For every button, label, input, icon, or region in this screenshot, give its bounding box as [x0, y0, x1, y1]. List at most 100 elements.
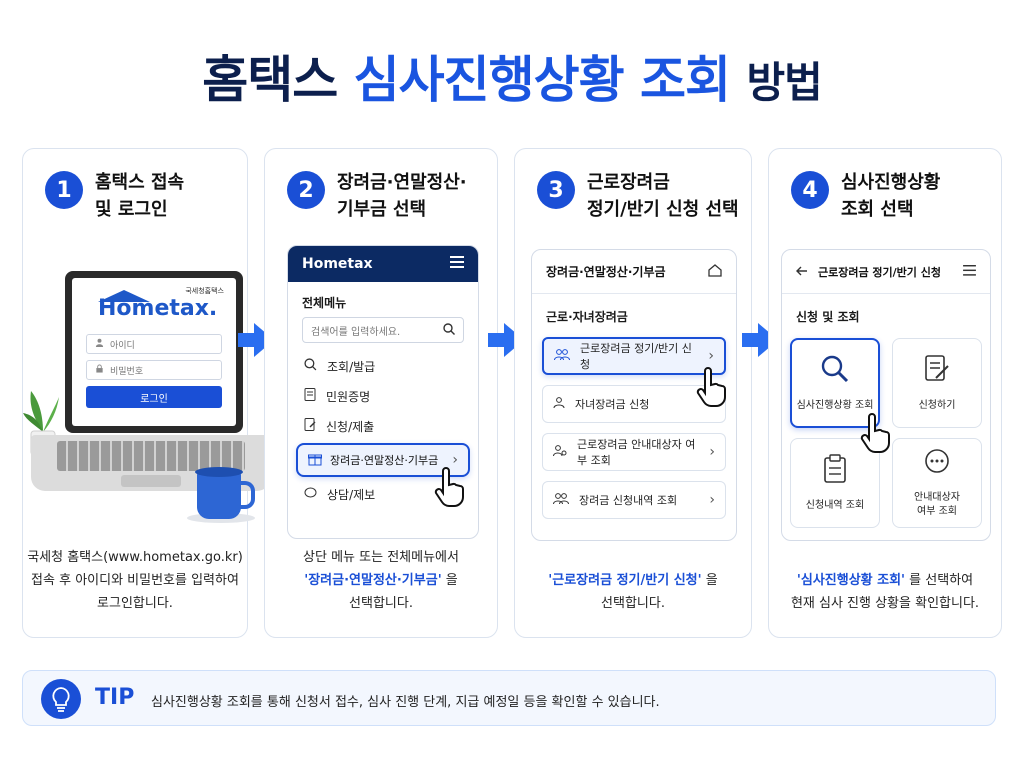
back-arrow-icon[interactable]: [796, 265, 808, 279]
list-item-eligibility[interactable]: 근로장려금 안내대상자 여부 조회 ›: [542, 433, 726, 471]
step-2-number: 2: [287, 171, 325, 209]
hometax-roof-icon: [98, 290, 150, 302]
person-search-icon: [553, 444, 567, 460]
step-4-title: 심사진행상황 조회 선택: [841, 169, 940, 223]
menu-screen-title: Hometax: [302, 256, 373, 272]
tile-apply-label: 신청하기: [918, 399, 956, 411]
menu-item-certificate[interactable]: 민원증명: [288, 381, 478, 411]
person-icon: [553, 396, 565, 412]
password-input[interactable]: 비밀번호: [86, 360, 222, 380]
tip-text: 심사진행상황 조회를 통해 신청서 접수, 심사 진행 단계, 지급 예정일 등…: [151, 695, 660, 710]
hamburger-icon[interactable]: [450, 256, 464, 272]
home-icon[interactable]: [708, 263, 722, 280]
magnifier-doc-icon: [304, 358, 317, 374]
tile-screen-header: 근로장려금 정기/반기 신청: [782, 250, 990, 294]
tile-review-status-label: 심사진행상황 조회: [796, 399, 874, 411]
tile-history[interactable]: 신청내역 조회: [790, 438, 880, 528]
tile-review-status[interactable]: 심사진행상황 조회: [790, 338, 880, 428]
step-2-desc-line1: 상단 메뉴 또는 전체메뉴에서: [303, 550, 459, 565]
menu-item-submit[interactable]: 신청/제출: [288, 411, 478, 441]
step-4-title-line2: 조회 선택: [841, 199, 914, 220]
title-part2: 심사진행상황 조회: [353, 51, 731, 109]
menu-screen-header: Hometax: [288, 246, 478, 282]
title-part3: 방법: [746, 58, 822, 107]
chat-icon: [304, 487, 317, 502]
login-button[interactable]: 로그인: [86, 386, 222, 408]
edit-doc-icon: [304, 418, 316, 434]
list-screen-title: 장려금·연말정산·기부금: [546, 265, 666, 279]
password-placeholder: 비밀번호: [110, 366, 144, 377]
tile-history-label: 신청내역 조회: [805, 499, 865, 511]
list-item-history[interactable]: 장려금 신청내역 조회 ›: [542, 481, 726, 519]
step-1-title: 홈택스 접속 및 로그인: [95, 169, 184, 223]
step-3-description: '근로장려금 정기/반기 신청' 을 선택합니다.: [515, 569, 751, 615]
id-input[interactable]: 아이디: [86, 334, 222, 354]
chat-bubble-icon: [923, 448, 951, 481]
step-3-desc-highlight: '근로장려금 정기/반기 신청': [548, 573, 702, 588]
step-4-desc-suffix: 를 선택하여: [905, 573, 974, 588]
people-icon: [553, 492, 569, 508]
step-1-title-line2: 및 로그인: [95, 199, 168, 220]
gift-icon: [308, 452, 322, 469]
tile-apply[interactable]: 신청하기: [892, 338, 982, 428]
chevron-right-icon: ›: [709, 492, 715, 508]
step-4-number: 4: [791, 171, 829, 209]
step-2-desc-suffix: 을: [441, 573, 458, 588]
pointer-hand-icon: [859, 413, 893, 457]
menu-search-input[interactable]: 검색어를 입력하세요.: [302, 317, 464, 343]
lightbulb-icon: [41, 679, 81, 719]
step-1-card: 1 홈택스 접속 및 로그인 국세청홈택스 Hometax. 아이디: [22, 148, 271, 638]
chevron-right-icon: ›: [709, 444, 715, 460]
step-3-title-line1: 근로장려금: [587, 172, 670, 193]
menu-section-title: 전체메뉴: [302, 296, 347, 310]
menu-item-submit-label: 신청/제출: [326, 419, 375, 434]
menu-search-placeholder: 검색어를 입력하세요.: [311, 326, 401, 338]
list-item-child-credit-label: 자녀장려금 신청: [575, 398, 650, 411]
lock-icon: [95, 364, 104, 376]
edit-doc-icon: [924, 354, 950, 389]
step-3-title-line2: 정기/반기 신청 선택: [587, 199, 739, 220]
menu-item-consult-label: 상담/제보: [327, 487, 376, 502]
step-2-desc-line3: 선택합니다.: [349, 596, 413, 611]
step-3-number: 3: [537, 171, 575, 209]
tile-screen: 근로장려금 정기/반기 신청 신청 및 조회 심사진행상황 조회 신청하기 신청…: [781, 249, 991, 541]
list-section-title: 근로·자녀장려금: [546, 310, 628, 324]
document-icon: [304, 388, 316, 404]
menu-item-inquiry-label: 조회/발급: [327, 359, 376, 374]
step-1-desc-line2: 접속 후 아이디와 비밀번호를 입력하여: [31, 573, 239, 588]
laptop-screen: 국세청홈택스 Hometax. 아이디 비밀번호 로그인: [65, 271, 243, 433]
menu-item-incentive[interactable]: 장려금·연말정산·기부금 ›: [296, 443, 470, 477]
menu-item-consult[interactable]: 상담/제보: [288, 479, 478, 509]
menu-item-inquiry[interactable]: 조회/발급: [288, 351, 478, 381]
step-3-desc-suffix: 을: [701, 573, 718, 588]
step-4-desc-line2: 현재 심사 진행 상황을 확인합니다.: [790, 596, 980, 611]
hometax-logo: Hometax.: [98, 296, 218, 321]
step-1-desc-line3: 로그인합니다.: [97, 596, 173, 611]
coffee-mug-icon: [197, 471, 255, 519]
tile-screen-title: 근로장려금 정기/반기 신청: [818, 265, 941, 279]
menu-item-incentive-label: 장려금·연말정산·기부금: [330, 454, 439, 467]
step-1-desc-line1: 국세청 홈택스(www.hometax.go.kr): [27, 550, 243, 565]
step-2-card: 2 장려금·연말정산· 기부금 선택 Hometax 전체메뉴 검색어를 입력하…: [264, 148, 498, 638]
list-item-eitc-apply[interactable]: 근로장려금 정기/반기 신청 ›: [542, 337, 726, 375]
step-3-title: 근로장려금 정기/반기 신청 선택: [587, 169, 739, 223]
step-4-description: '심사진행상황 조회' 를 선택하여 현재 심사 진행 상황을 확인합니다.: [769, 569, 1001, 615]
people-icon: [554, 348, 570, 364]
tip-label: TIP: [95, 685, 135, 710]
tile-eligibility-label: 안내대상자 여부 조회: [914, 491, 960, 517]
step-4-card: 4 심사진행상황 조회 선택 근로장려금 정기/반기 신청 신청 및 조회 심사…: [768, 148, 1002, 638]
step-2-title: 장려금·연말정산· 기부금 선택: [337, 169, 467, 223]
hamburger-icon[interactable]: [963, 264, 976, 279]
mug-rim: [195, 467, 243, 477]
list-item-eitc-apply-label: 근로장려금 정기/반기 신청: [580, 342, 692, 371]
step-1-description: 국세청 홈택스(www.hometax.go.kr) 접속 후 아이디와 비밀번…: [23, 546, 247, 615]
pointer-hand-icon: [433, 467, 467, 511]
chevron-right-icon: ›: [708, 348, 714, 364]
step-3-desc-line2: 선택합니다.: [601, 596, 665, 611]
step-2-desc-highlight: '장려금·연말정산·기부금': [304, 573, 442, 588]
tip-box: TIP 심사진행상황 조회를 통해 신청서 접수, 심사 진행 단계, 지급 예…: [22, 670, 996, 726]
search-icon[interactable]: [443, 322, 455, 338]
tile-eligibility[interactable]: 안내대상자 여부 조회: [892, 438, 982, 528]
user-icon: [95, 338, 104, 350]
chevron-right-icon: ›: [452, 452, 458, 468]
